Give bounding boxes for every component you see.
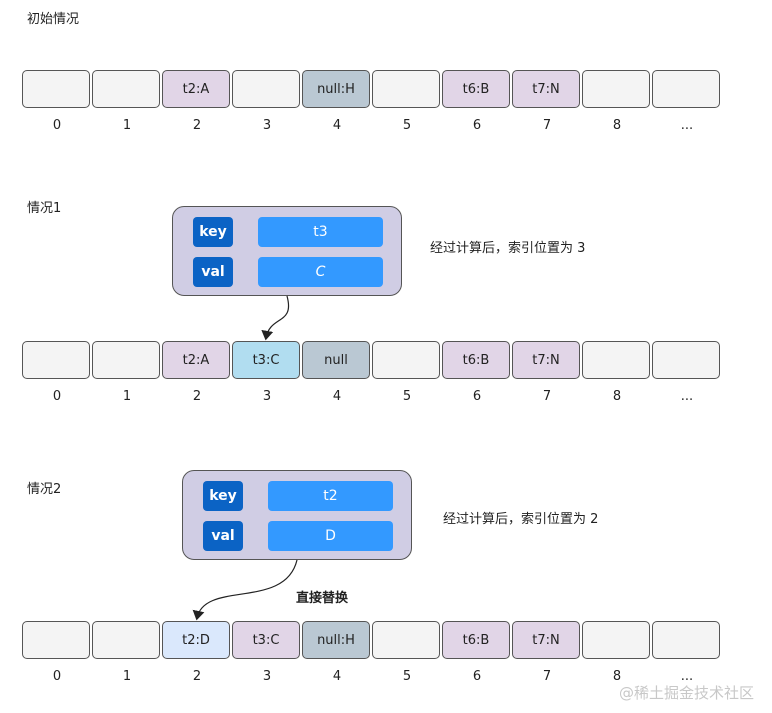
array-cell [22, 341, 90, 379]
array-cell [582, 70, 650, 108]
array-cell [232, 70, 300, 108]
index-label: 8 [612, 669, 622, 684]
index-label: 1 [122, 389, 132, 404]
val-value: D [268, 521, 393, 551]
array-cell [652, 70, 720, 108]
index-label: 2 [192, 669, 202, 684]
index-label: 1 [122, 669, 132, 684]
note-case2: 经过计算后，索引位置为 2 [443, 512, 599, 527]
array-cell [582, 621, 650, 659]
index-label: 1 [122, 118, 132, 133]
array-cell: null:H [302, 70, 370, 108]
arrow-case2 [192, 559, 298, 621]
index-label: 5 [402, 118, 412, 133]
array-cell: t2:A [162, 70, 230, 108]
key-label: key [193, 217, 233, 247]
index-label: 2 [192, 389, 202, 404]
section-label-case2: 情况2 [27, 482, 62, 497]
index-label: 3 [262, 389, 272, 404]
array-cell [372, 341, 440, 379]
array-cell [372, 621, 440, 659]
note-replace: 直接替换 [296, 591, 349, 606]
array-cell [92, 341, 160, 379]
array-cell: t2:A [162, 341, 230, 379]
array-cell [372, 70, 440, 108]
array-cell: t6:B [442, 341, 510, 379]
key-value: t3 [258, 217, 383, 247]
val-label: val [203, 521, 243, 551]
val-value: C [258, 257, 383, 287]
index-label: 0 [52, 118, 62, 133]
index-label: ... [680, 118, 694, 133]
index-label: 6 [472, 389, 482, 404]
kv-box-case2: key t2 val D [182, 470, 412, 560]
index-label: 4 [332, 669, 342, 684]
index-label: 0 [52, 669, 62, 684]
index-label: 3 [262, 669, 272, 684]
val-label: val [193, 257, 233, 287]
array-cell: t6:B [442, 621, 510, 659]
array-cell: null:H [302, 621, 370, 659]
array-cell: t2:D [162, 621, 230, 659]
array-cell: t3:C [232, 621, 300, 659]
key-label: key [203, 481, 243, 511]
index-label: 4 [332, 118, 342, 133]
array-cell: t7:N [512, 621, 580, 659]
array-cell: t7:N [512, 70, 580, 108]
section-label-case1: 情况1 [27, 201, 62, 216]
index-row-case2: 0 1 2 3 4 5 6 7 8... [22, 669, 722, 689]
kv-box-case1: key t3 val C [172, 206, 402, 296]
array-cell [652, 341, 720, 379]
array-cell: t7:N [512, 341, 580, 379]
index-label: ... [680, 669, 694, 684]
index-label: 0 [52, 389, 62, 404]
index-label: 5 [402, 669, 412, 684]
index-row-initial: 0 1 2 3 4 5 6 7 8... [22, 118, 722, 138]
index-label: 8 [612, 118, 622, 133]
array-cell [22, 70, 90, 108]
arrow-case1 [261, 295, 290, 341]
section-label-initial: 初始情况 [27, 12, 80, 27]
array-cell [92, 70, 160, 108]
index-label: 6 [472, 669, 482, 684]
index-label: 7 [542, 389, 552, 404]
index-label: 5 [402, 389, 412, 404]
index-label: ... [680, 389, 694, 404]
index-row-case1: 0 1 2 3 4 5 6 7 8... [22, 389, 722, 409]
array-cell: t6:B [442, 70, 510, 108]
index-label: 7 [542, 118, 552, 133]
array-cell: t3:C [232, 341, 300, 379]
index-label: 2 [192, 118, 202, 133]
index-label: 7 [542, 669, 552, 684]
index-label: 8 [612, 389, 622, 404]
key-value: t2 [268, 481, 393, 511]
array-cell [92, 621, 160, 659]
array-cell [22, 621, 90, 659]
index-label: 6 [472, 118, 482, 133]
index-label: 3 [262, 118, 272, 133]
array-cell [582, 341, 650, 379]
index-label: 4 [332, 389, 342, 404]
array-cell [652, 621, 720, 659]
watermark: @稀土掘金技术社区 [618, 684, 754, 702]
note-case1: 经过计算后，索引位置为 3 [430, 241, 586, 256]
array-cell: null [302, 341, 370, 379]
